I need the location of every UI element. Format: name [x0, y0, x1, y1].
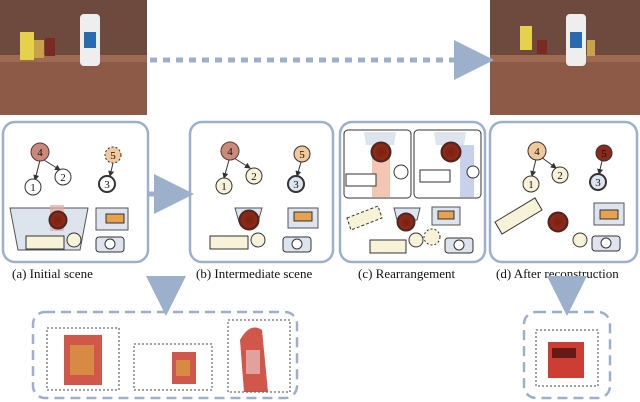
node-5: 5 — [601, 148, 607, 160]
reconstruction-panel-left — [31, 310, 299, 400]
caption-rearrangement: (c) Rearrangement — [358, 266, 455, 281]
panel-initial-scene: 4 1 2 5 3 — [1, 120, 150, 264]
caption-initial-scene: (a) Initial scene — [12, 266, 93, 281]
node-3: 3 — [104, 179, 110, 191]
reconstruction-panel-right — [522, 310, 612, 400]
node-5: 5 — [299, 149, 305, 161]
node-4: 4 — [534, 146, 540, 158]
node-1: 1 — [30, 182, 36, 194]
node-5: 5 — [110, 150, 116, 162]
scene-photo-after — [490, 0, 640, 115]
node-4: 4 — [37, 147, 43, 159]
node-1: 1 — [528, 179, 534, 191]
node-3: 3 — [293, 179, 299, 191]
node-1: 1 — [221, 181, 227, 193]
caption-intermediate-scene: (b) Intermediate scene — [196, 266, 312, 281]
node-2: 2 — [60, 172, 66, 184]
panel-rearrangement — [338, 120, 487, 264]
node-3: 3 — [595, 177, 601, 189]
caption-after-reconstruction: (d) After reconstruction — [496, 266, 619, 281]
node-4: 4 — [227, 146, 233, 158]
node-2: 2 — [251, 171, 257, 183]
panel-intermediate-scene: 4 1 2 5 3 — [188, 120, 335, 264]
node-2: 2 — [557, 170, 563, 182]
panel-after-reconstruction: 4 1 2 5 3 — [488, 120, 639, 264]
scene-photo-initial — [0, 0, 147, 115]
